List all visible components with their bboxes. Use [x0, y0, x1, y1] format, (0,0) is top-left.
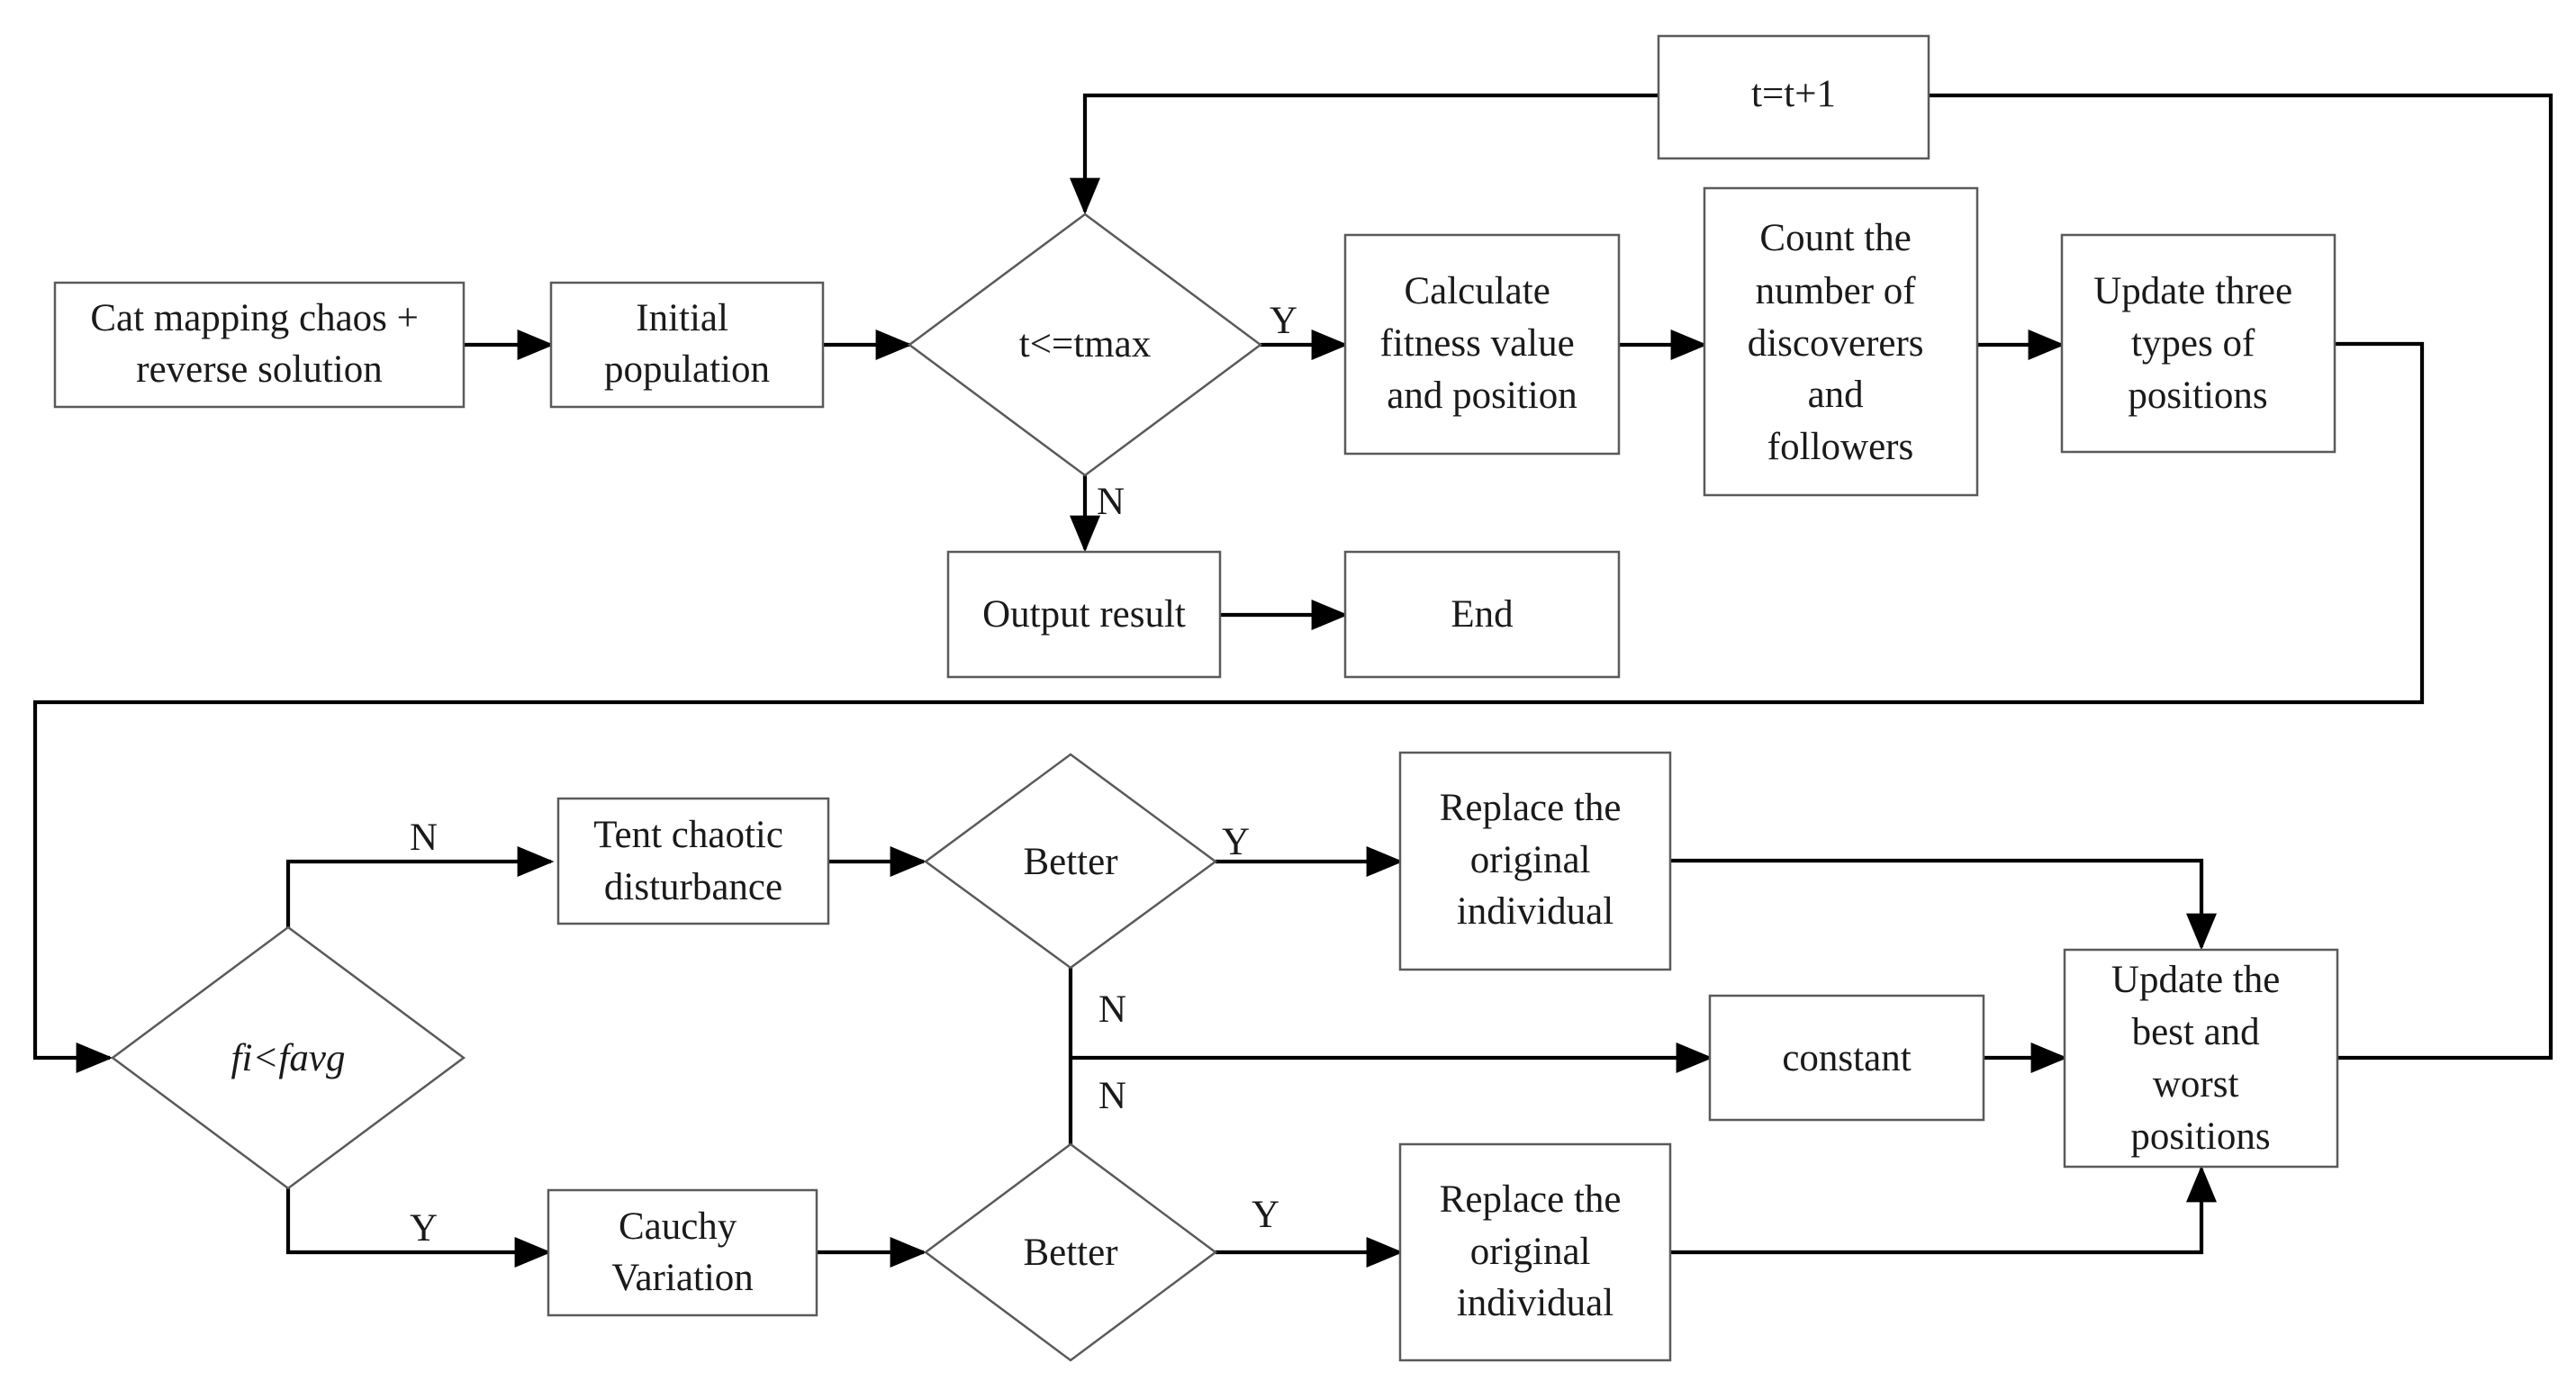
node-better-bottom: Better — [923, 1142, 1218, 1362]
svg-text:End: End — [1451, 593, 1513, 636]
label-better-bottom-no: N — [1098, 1075, 1126, 1117]
label-fi-yes: Y — [410, 1207, 438, 1250]
node-cat-mapping: Cat mapping chaos + reverse solution — [53, 281, 465, 409]
calc-fitness-line-2: fitness value — [1380, 322, 1575, 365]
edge-fi-to-cauchy — [285, 1188, 552, 1268]
replace-top-line-3: individual — [1457, 890, 1613, 933]
svg-text:constant: constant — [1782, 1037, 1911, 1079]
cauchy-line-1: Cauchy — [619, 1205, 737, 1248]
svg-text:Update the best and: Update the best and worst positions — [2111, 959, 2290, 1158]
initial-population-line-1: Initial — [636, 297, 728, 339]
node-count-discoverers: Count the number of discoverers and foll… — [1703, 186, 1979, 497]
better-top-label: Better — [1023, 841, 1117, 883]
edges — [32, 93, 2553, 1268]
count-line-4: and — [1808, 374, 1864, 416]
svg-text:Tent chaotic disturban: Tent chaotic disturbance — [593, 814, 792, 908]
node-replace-bottom: Replace the original individual — [1398, 1142, 1672, 1362]
svg-text:Replace the original: Replace the original individual — [1440, 1178, 1631, 1324]
constant-label: constant — [1782, 1037, 1911, 1079]
tent-chaotic-line-1: Tent chaotic — [593, 814, 783, 856]
update-best-line-1: Update the — [2111, 959, 2280, 1001]
replace-bottom-line-1: Replace the — [1440, 1178, 1622, 1221]
label-fi-no: N — [410, 817, 438, 859]
count-line-2: number of — [1756, 270, 1917, 312]
svg-text:Calculate fitness valu: Calculate fitness value and position — [1380, 270, 1585, 417]
svg-text:Output result: Output result — [982, 593, 1186, 636]
edge-increment-to-tmax — [1070, 93, 1659, 215]
initial-population-line-2: population — [604, 348, 770, 391]
cat-mapping-line-1: Cat mapping chaos + — [90, 297, 419, 339]
label-tmax-no: N — [1097, 481, 1125, 523]
node-end: End — [1343, 550, 1621, 679]
svg-text:Better: Better — [1023, 1232, 1117, 1274]
edge-replace-bottom-to-update-best — [1670, 1165, 2217, 1255]
label-better-top-no: N — [1098, 988, 1126, 1031]
edge-fi-to-tent — [285, 846, 555, 927]
end-label: End — [1451, 593, 1513, 636]
cat-mapping-line-2: reverse solution — [136, 348, 382, 391]
label-better-top-yes: Y — [1222, 821, 1250, 863]
svg-text:Replace the original: Replace the original individual — [1440, 787, 1631, 933]
svg-text:fi<favg: fi<favg — [231, 1037, 346, 1079]
cauchy-line-2: Variation — [611, 1257, 754, 1299]
calc-fitness-line-3: and position — [1387, 375, 1577, 417]
svg-text:Cat mapping chaos + re: Cat mapping chaos + reverse solution — [90, 297, 428, 391]
update-best-line-2: best and — [2132, 1011, 2260, 1053]
replace-bottom-line-2: original — [1470, 1231, 1591, 1273]
svg-text:Update three types of: Update three types of positions — [2093, 270, 2302, 417]
svg-text:Better: Better — [1023, 841, 1117, 883]
count-line-5: followers — [1767, 426, 1913, 468]
update-best-line-3: worst — [2153, 1063, 2239, 1106]
increment-t-label: t=t+1 — [1751, 73, 1836, 115]
replace-top-line-2: original — [1470, 839, 1591, 881]
node-update-best: Update the best and worst positions — [2063, 948, 2339, 1169]
better-bottom-label: Better — [1023, 1232, 1117, 1274]
count-line-1: Count the — [1759, 217, 1911, 259]
svg-text:Cauchy Variation: Cauchy Variation — [611, 1205, 754, 1299]
replace-top-line-1: Replace the — [1440, 787, 1622, 829]
svg-text:Initial population: Initial population — [604, 297, 770, 391]
node-update-three: Update three types of positions — [2060, 233, 2336, 454]
label-tmax-yes: Y — [1270, 300, 1297, 342]
nodes: Cat mapping chaos + reverse solution Ini… — [53, 34, 2339, 1362]
update-three-line-3: positions — [2128, 375, 2267, 417]
node-replace-top: Replace the original individual — [1398, 751, 1672, 971]
node-decision-tmax: t<=tmax — [907, 212, 1263, 477]
node-cauchy: Cauchy Variation — [547, 1188, 818, 1317]
svg-text:Count the number of: Count the number of discoverers and foll… — [1748, 217, 1934, 468]
node-constant: constant — [1708, 994, 1985, 1122]
calc-fitness-line-1: Calculate — [1404, 270, 1550, 312]
node-better-top: Better — [923, 753, 1218, 970]
update-three-line-1: Update three — [2093, 270, 2292, 312]
count-line-3: discoverers — [1748, 322, 1924, 365]
update-best-line-4: positions — [2130, 1115, 2270, 1158]
replace-bottom-line-3: individual — [1457, 1282, 1613, 1324]
svg-text:t<=tmax: t<=tmax — [1019, 323, 1151, 366]
decision-tmax-label: t<=tmax — [1019, 323, 1151, 366]
svg-text:t=t+1: t=t+1 — [1751, 73, 1836, 115]
tent-chaotic-line-2: disturbance — [604, 866, 782, 908]
node-output-result: Output result — [946, 550, 1222, 679]
edge-update-three-to-fi — [32, 341, 2425, 1073]
node-initial-population: Initial population — [549, 281, 825, 409]
node-increment-t: t=t+1 — [1657, 34, 1930, 160]
edge-replace-top-to-update-best — [1670, 858, 2217, 951]
node-decision-fi: fi<favg — [110, 925, 466, 1190]
edge-update-best-to-increment — [1929, 93, 2553, 1061]
edge-labels: Y N N Y Y N N Y — [410, 300, 1297, 1250]
node-tent-chaotic: Tent chaotic disturbance — [556, 797, 830, 925]
label-better-bottom-yes: Y — [1252, 1194, 1279, 1236]
output-result-label: Output result — [982, 593, 1186, 636]
update-three-line-2: types of — [2131, 322, 2255, 365]
decision-fi-label: fi<favg — [231, 1037, 346, 1079]
node-calc-fitness: Calculate fitness value and position — [1343, 233, 1621, 456]
